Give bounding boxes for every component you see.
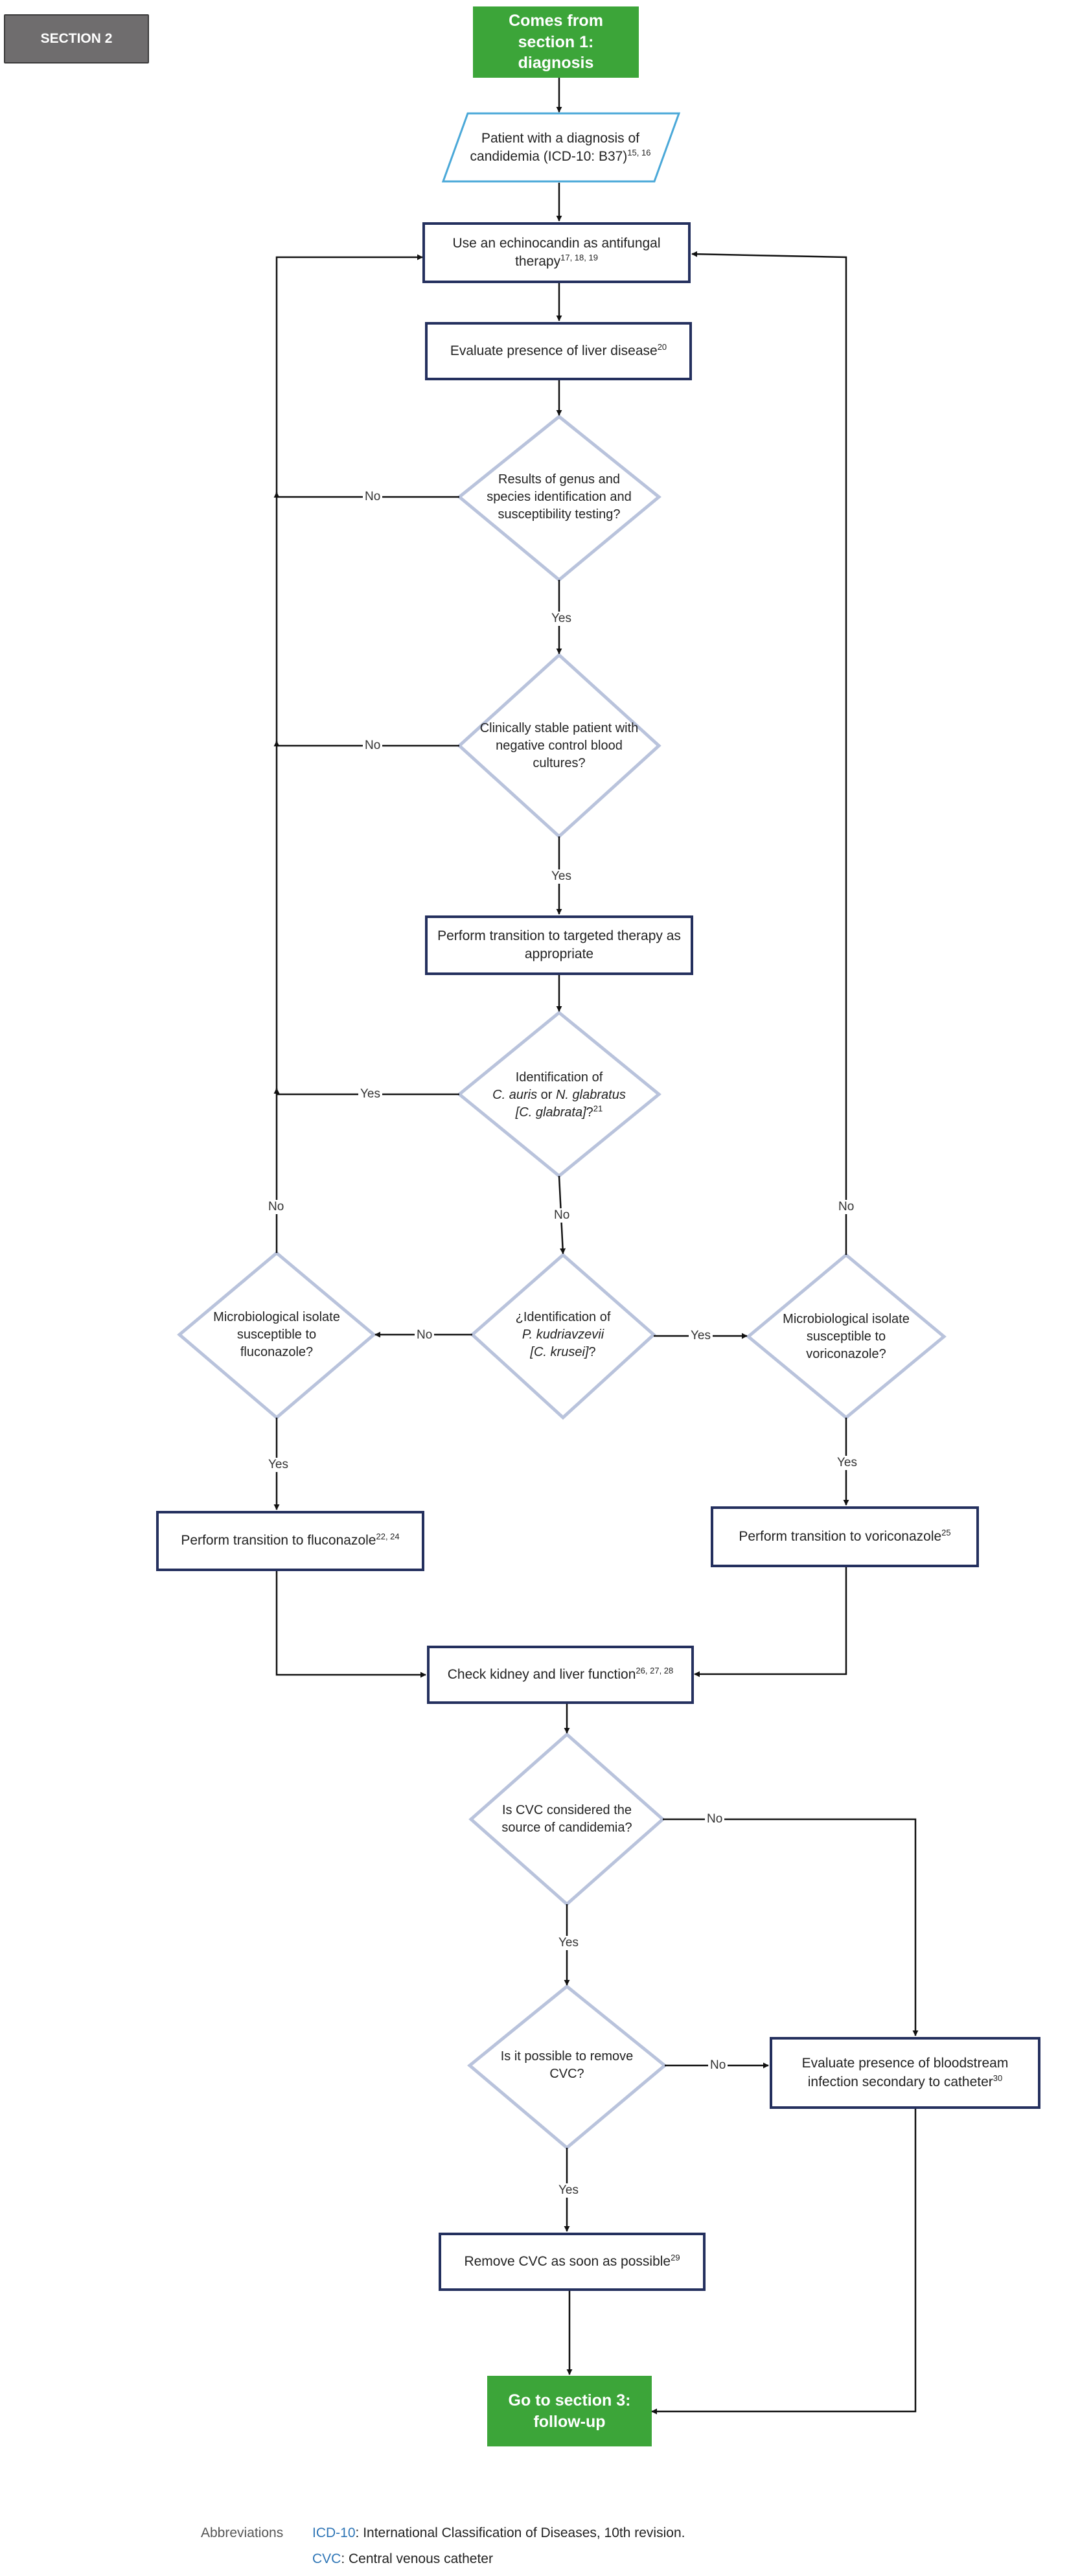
label-fluco-no: No [266,1200,286,1214]
auris-line1: Identification of [515,1070,603,1085]
label-vori-yes: Yes [835,1456,859,1470]
auris-species-2: N. glabratus [555,1087,626,1102]
vori-box-sup: 25 [941,1527,951,1537]
label-cvc-source-yes: Yes [557,1936,580,1950]
remove-cvc-node: Remove CVC as soon as possible29 [439,2233,706,2291]
bsi-node: Evaluate presence of bloodstream infecti… [770,2037,1040,2109]
abbreviation-icd10-key: ICD-10 [312,2525,356,2540]
label-results-yes: Yes [549,612,573,626]
echinocandin-sup: 17, 18, 19 [560,253,598,262]
echinocandin-text: Use an echinocandin as antifungal therap… [452,235,661,269]
abbreviation-cvc-value: : Central venous catheter [341,2551,493,2566]
vori-box-text: Perform transition to voriconazole [739,1528,942,1544]
remove-cvc-text: Remove CVC as soon as possible [464,2253,671,2269]
krusei-line1: ¿Identification of [515,1309,611,1324]
auris-or: or [537,1087,556,1102]
label-stable-yes: Yes [549,869,573,884]
abbreviation-icd10: ICD-10: International Classification of … [312,2525,685,2541]
start-node: Comes from section 1: diagnosis [473,6,639,78]
fluco-box-sup: 22, 24 [376,1532,400,1542]
krusei-tail: ? [588,1344,596,1359]
remove-cvc-sup: 29 [671,2252,680,2262]
edge-flucobox-kidney [275,1571,426,1678]
abbreviation-icd10-value: : International Classification of Diseas… [355,2525,685,2540]
label-cvc-source-no: No [705,1812,725,1826]
decision-krusei-diamond [470,1252,656,1420]
fluco-box: Perform transition to fluconazole22, 24 [156,1511,424,1571]
auris-species-1: C. auris [492,1087,538,1102]
targeted-node: Perform transition to targeted therapy a… [425,915,693,975]
bsi-text: Evaluate presence of bloodstream infecti… [801,2056,1009,2089]
echinocandin-node: Use an echinocandin as antifungal therap… [422,222,691,283]
kidney-text: Check kidney and liver function [447,1666,636,1682]
abbreviation-cvc-key: CVC [312,2551,341,2566]
stable-question: Clinically stable patient with negative … [479,720,639,770]
kidney-node: Check kidney and liver function26, 27, 2… [427,1646,694,1704]
cvc-source-question: Is CVC considered the source of candidem… [501,1803,632,1835]
label-krusei-no: No [415,1328,435,1342]
fluco-box-text: Perform transition to fluconazole [181,1533,376,1548]
label-results-no: No [363,490,383,504]
liver-node: Evaluate presence of liver disease20 [425,322,692,380]
auris-tail: ? [586,1105,593,1120]
label-stable-no: No [363,739,383,753]
label-auris-no: No [552,1208,572,1223]
patient-sup: 15, 16 [627,148,651,157]
vori-question: Microbiological isolate susceptible to v… [783,1311,910,1361]
edge-cvc-source-no [663,1818,919,2036]
edge-voribox-kidney [694,1567,847,1677]
fluco-question: Microbiological isolate susceptible to f… [213,1309,340,1359]
section-tag: SECTION 2 [4,14,149,63]
auris-species-3: [C. glabrata] [515,1105,586,1120]
kidney-sup: 26, 27, 28 [636,1665,674,1675]
auris-sup: 21 [593,1103,603,1113]
edge-vori-no-loop [691,251,847,1255]
label-krusei-yes: Yes [689,1329,713,1343]
bsi-sup: 30 [993,2073,1003,2083]
results-question: Results of genus and species identificat… [487,472,632,522]
label-cvc-remove-yes: Yes [557,2183,580,2198]
liver-sup: 20 [657,341,667,352]
edge-bsi-end [651,2109,917,2415]
abbreviations-title: Abbreviations [201,2525,284,2540]
cvc-remove-question: Is it possible to remove CVC? [500,2049,634,2081]
patient-parallelogram [441,112,681,183]
auris-question: Identification of C. auris or N. glabratu… [480,1056,638,1134]
krusei-species-2: [C. krusei] [530,1344,589,1359]
end-node: Go to section 3: follow-up [487,2376,652,2446]
patient-node: Patient with a diagnosis of candidemia (… [466,115,654,180]
krusei-species-1: P. kudriavzevii [522,1327,604,1342]
abbreviation-cvc: CVC: Central venous catheter [312,2551,493,2567]
label-auris-yes: Yes [358,1087,382,1101]
label-cvc-remove-no: No [708,2058,728,2073]
label-vori-no: No [836,1200,856,1214]
krusei-question: ¿Identification of P. kudriavzevii [C. kru… [492,1299,634,1370]
label-fluco-yes: Yes [266,1458,290,1472]
vori-box: Perform transition to voriconazole25 [711,1506,979,1567]
patient-text: Patient with a diagnosis of candidemia (… [470,130,639,164]
liver-text: Evaluate presence of liver disease [450,343,658,358]
